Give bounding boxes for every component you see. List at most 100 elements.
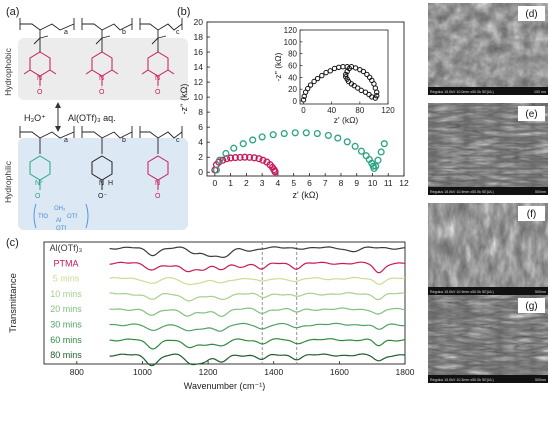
ftir-x-tick-label: 1600 <box>330 367 349 377</box>
nyquist-point-teal <box>362 152 370 160</box>
inset-point <box>374 89 380 95</box>
ftir-series-label: Al(OTf)₃ <box>50 243 83 253</box>
inset-point <box>300 97 307 103</box>
inset-point <box>305 85 311 92</box>
complex-oh2: OH₂ <box>54 206 66 212</box>
x-tick-label: 5 <box>291 178 296 188</box>
oxoammonium-n: N⁺ <box>35 180 44 187</box>
inset-point <box>358 87 364 94</box>
hydrophobic-region <box>18 38 188 100</box>
sem-label-box <box>518 206 545 221</box>
nyquist-point-teal <box>357 147 365 155</box>
y-tick-label: 18 <box>194 32 204 42</box>
ftir-series-label: 5 mins <box>53 274 80 284</box>
ftir-series-label: 80 mins <box>50 350 82 360</box>
nyquist-point-teal <box>374 156 382 164</box>
y-axis-label: -z'' (kΩ) <box>179 84 189 115</box>
x-tick-label: 8 <box>339 178 344 188</box>
sem-panel-label: (g) <box>525 301 537 312</box>
nyquist-point-teal <box>239 140 247 148</box>
inset-point <box>343 74 349 80</box>
inset-point <box>360 68 367 75</box>
nyquist-point-teal <box>372 162 380 170</box>
inset-y-tick-label: 60 <box>288 62 297 71</box>
inset-point <box>346 65 352 72</box>
reaction-arrow <box>55 102 61 132</box>
nyquist-point-teal <box>249 136 257 144</box>
nyquist-point-magenta <box>231 154 239 162</box>
nyquist-point-teal <box>324 131 332 139</box>
nyquist-point-teal <box>380 140 388 148</box>
ftir-y-axis-label: Transmittance <box>8 273 19 333</box>
sem-info-bar <box>428 87 548 95</box>
sem-caption: Regulus 15.0kV 10.0mm x50.0k SE(UL) <box>430 90 494 94</box>
subscript-a-bottom: a <box>64 137 68 144</box>
nyquist-point-teal <box>212 166 221 174</box>
inset-y-tick-label: 0 <box>293 97 298 106</box>
reagent-h3o: H₃O⁺ <box>24 113 46 123</box>
ftir-series-line <box>109 261 405 274</box>
inset-point <box>355 85 361 91</box>
inset-y-tick-label: 40 <box>288 73 297 82</box>
panel-a: (a) Hydrophobic Hydrophilic a b c <box>3 6 188 232</box>
x-tick-label: 0 <box>213 178 218 188</box>
ftir-series-line <box>109 307 406 318</box>
x-axis-label: z' (kΩ) <box>293 190 319 200</box>
nyquist-point-teal <box>334 134 342 142</box>
complex-otf-1: OTf <box>67 214 77 220</box>
sem-scale-label: 500nm <box>535 378 546 382</box>
inset-point <box>343 71 349 78</box>
sem-caption: Regulus 15.0kV 10.9mm x50.0k SE(UL) <box>430 190 494 194</box>
ftir-series-line <box>109 338 406 350</box>
sem-info-bar <box>428 375 548 383</box>
sem-scale-label: 500nm <box>535 190 546 194</box>
nyquist-point-magenta <box>236 153 244 161</box>
complex-otf-2: OTf <box>56 226 66 232</box>
sem-image: Regulus 15.0kV 10.9mm x50.0k SE(UL)500nm… <box>428 203 548 295</box>
ftir-series-line <box>109 322 406 332</box>
inset-frame <box>299 29 389 105</box>
nyquist-point-teal <box>230 144 238 152</box>
sem-scale-label: 100 nm <box>534 90 546 94</box>
x-tick-label: 12 <box>399 178 409 188</box>
inset-point <box>311 78 317 85</box>
sem-images: Regulus 15.0kV 10.0mm x50.0k SE(UL) 100 n… <box>428 3 548 383</box>
inset-point <box>366 91 372 98</box>
nyquist-point-teal <box>222 149 230 158</box>
inset-y-axis-label: -z'' (kΩ) <box>273 52 283 81</box>
ftir-series-line <box>109 276 406 286</box>
y-tick-label: 0 <box>198 167 203 177</box>
nyquist-point-teal <box>280 130 288 138</box>
sem-image: Regulus 15.0kV 10.0mm x50.0k SE(UL) 100 n… <box>428 3 548 95</box>
inset-y-tick-label: 20 <box>288 85 297 94</box>
sem-image: Regulus 15.0kV 10.3mm x50.0k SE(UL)500nm… <box>428 295 548 383</box>
nyquist-point-teal <box>269 131 277 139</box>
nitroxide-o-2: Ȯ <box>99 87 105 96</box>
nitroxide-o-1: Ȯ <box>37 87 43 96</box>
ftir-x-tick-label: 1800 <box>396 367 415 377</box>
panel-label-a: (a) <box>6 6 19 18</box>
x-tick-label: 1 <box>228 178 233 188</box>
subscript-c-top: c <box>176 29 180 36</box>
subscript-b-top: b <box>122 29 126 36</box>
y-tick-label: 10 <box>194 92 204 102</box>
x-tick-label: 6 <box>307 178 312 188</box>
inset-point <box>364 71 370 78</box>
x-tick-label: 11 <box>384 178 393 188</box>
nyquist-point-magenta <box>219 156 227 164</box>
sem-info-bar <box>428 287 548 295</box>
ftir-frame <box>43 241 406 365</box>
nyquist-point-teal <box>291 129 299 137</box>
hydroxylamine-h: H <box>108 180 113 187</box>
sem-panel-label: (f) <box>527 209 536 220</box>
nyquist-frame <box>206 21 405 177</box>
y-tick-label: 12 <box>194 77 204 87</box>
ftir-x-tick-label: 1400 <box>264 367 283 377</box>
nyquist-point-teal <box>216 156 224 164</box>
hydroxylamine-n: N <box>99 180 104 187</box>
inset-y-tick-label: 120 <box>284 26 298 35</box>
nitroxide-o-3: Ȯ <box>155 87 161 96</box>
ftir-series-line <box>109 246 405 259</box>
oxoammonium-o: O <box>35 193 41 200</box>
